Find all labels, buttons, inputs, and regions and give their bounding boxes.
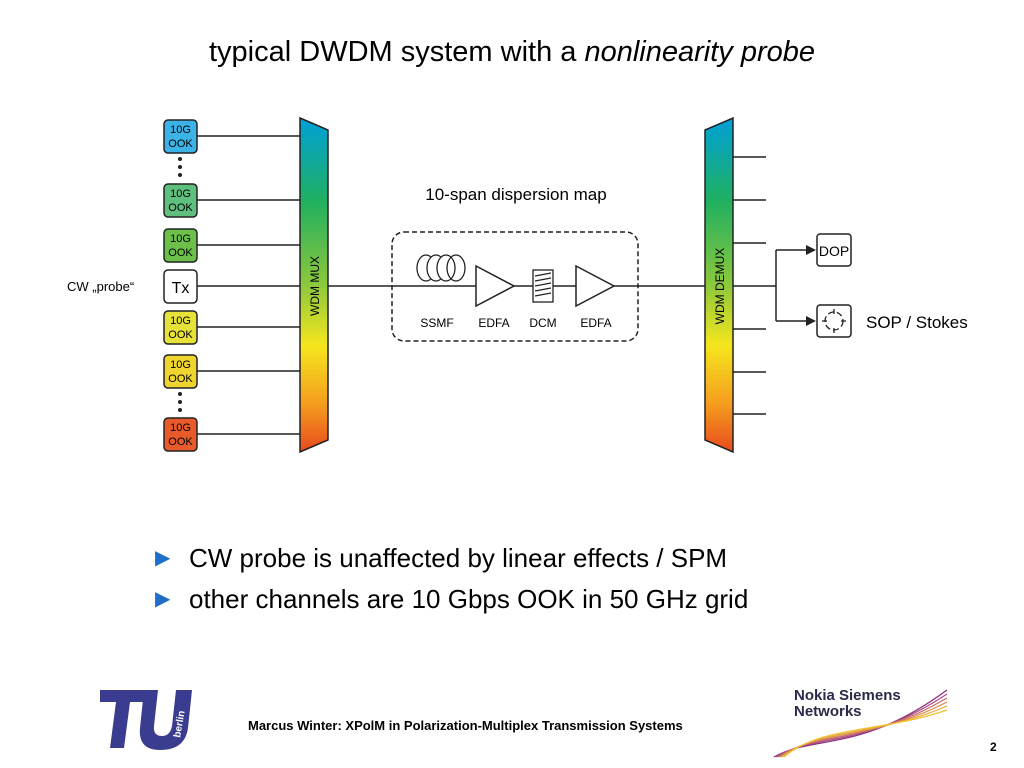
transmitter-1: 10G OOK (163, 183, 198, 218)
nsn-logo-line2: Networks (794, 703, 862, 720)
tx-6-line1: 10G (170, 422, 191, 434)
dop-label: DOP (819, 243, 849, 259)
tx-5-line2: OOK (168, 373, 193, 385)
tx-4-line1: 10G (170, 315, 191, 327)
title-italic: nonlinearity probe (584, 36, 815, 68)
ssmf-coil-icon (416, 254, 466, 282)
bullet-item-2: ▶ other channels are 10 Gbps OOK in 50 G… (155, 579, 748, 620)
triangle-bullet-icon: ▶ (155, 547, 171, 569)
transmitter-6: 10G OOK (163, 417, 198, 452)
component-edfa-1: EDFA (478, 316, 509, 330)
tx-0-line2: OOK (168, 138, 193, 150)
span-title: 10-span dispersion map (425, 185, 606, 204)
sop-label: SOP / Stokes (866, 313, 968, 332)
triangle-bullet-icon: ▶ (155, 588, 171, 610)
component-dcm: DCM (529, 316, 556, 330)
tx-1-line1: 10G (170, 188, 191, 200)
tx-1-line2: OOK (168, 202, 193, 214)
tx-2-line2: OOK (168, 247, 193, 259)
tx-0-line1: 10G (170, 124, 191, 136)
edfa-2-icon (575, 264, 616, 308)
dop-box (816, 233, 852, 267)
transmitter-probe: Tx (163, 269, 198, 304)
component-ssmf: SSMF (420, 316, 453, 330)
nsn-logo-text: Nokia Siemens Networks (794, 688, 901, 720)
demux-output-lines (733, 156, 806, 415)
footer-text: Marcus Winter: XPolM in Polarization-Mul… (248, 718, 683, 733)
slide-title: typical DWDM system with a nonlinearity … (0, 36, 1024, 69)
transmitter-4: 10G OOK (163, 310, 198, 345)
bullet-text-2: other channels are 10 Gbps OOK in 50 GHz… (189, 584, 749, 614)
tx-probe-label: Tx (172, 280, 190, 297)
tx-5-line1: 10G (170, 359, 191, 371)
transmitter-5: 10G OOK (163, 354, 198, 389)
wdm-demux (704, 116, 734, 454)
tx-2-line1: 10G (170, 233, 191, 245)
arrow-to-dop (806, 245, 816, 255)
component-edfa-2: EDFA (580, 316, 611, 330)
page-number: 2 (990, 740, 997, 754)
tu-berlin-logo: berlin (100, 690, 192, 750)
polarimeter-icon (816, 304, 852, 338)
wdm-mux (299, 116, 329, 454)
tx-6-line2: OOK (168, 436, 193, 448)
edfa-1-icon (475, 264, 516, 308)
bullet-text-1: CW probe is unaffected by linear effects… (189, 543, 728, 573)
arrow-to-sop (806, 316, 816, 326)
tx-4-line2: OOK (168, 329, 193, 341)
tx-lines (197, 135, 392, 435)
probe-label: CW „probe“ (67, 279, 134, 294)
nsn-logo-line1: Nokia Siemens (794, 687, 901, 704)
tu-logo-text: berlin (172, 710, 188, 739)
ellipsis-dots (178, 157, 182, 412)
bullet-list: ▶ CW probe is unaffected by linear effec… (155, 538, 748, 620)
dcm-icon (532, 269, 554, 303)
bullet-item-1: ▶ CW probe is unaffected by linear effec… (155, 538, 748, 579)
demux-label: WDM DEMUX (713, 248, 727, 325)
mux-label: WDM MUX (308, 256, 322, 316)
nsn-logo-wave (773, 689, 948, 758)
transmitter-2: 10G OOK (163, 228, 198, 263)
transmitter-0: 10G OOK (163, 119, 198, 154)
title-plain: typical DWDM system with a (209, 36, 585, 68)
